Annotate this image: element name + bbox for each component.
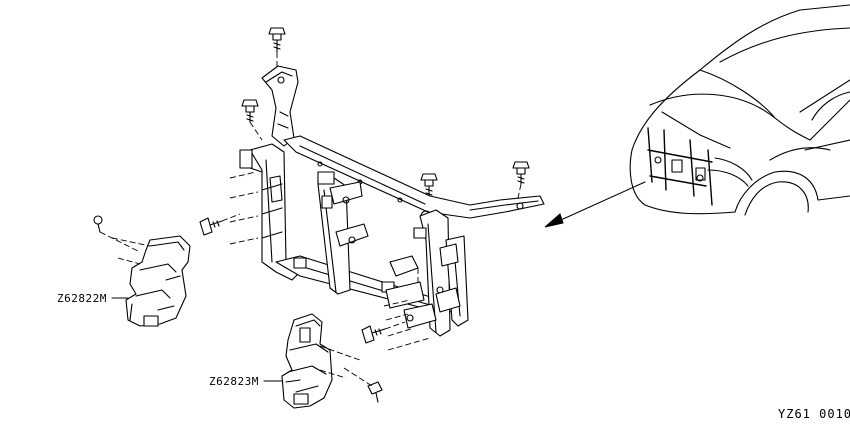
clip-bottom <box>343 367 383 403</box>
part-z62822m <box>111 235 191 327</box>
figure-code: YZ61 0010 <box>778 407 850 421</box>
part-z62823m <box>263 313 361 409</box>
bolt-top-2 <box>241 99 263 141</box>
pointer-arrow <box>544 181 646 228</box>
bolt-lower-right <box>361 321 406 344</box>
bolt-right <box>512 161 530 199</box>
label-z62823m: Z62823M <box>209 375 259 388</box>
label-z62822m: Z62822M <box>57 292 107 305</box>
clip-left <box>93 215 141 253</box>
bolt-side-left <box>199 213 241 236</box>
car-illustration <box>629 4 850 216</box>
bolt-top-1 <box>268 27 286 72</box>
radiator-core-support <box>229 65 545 351</box>
